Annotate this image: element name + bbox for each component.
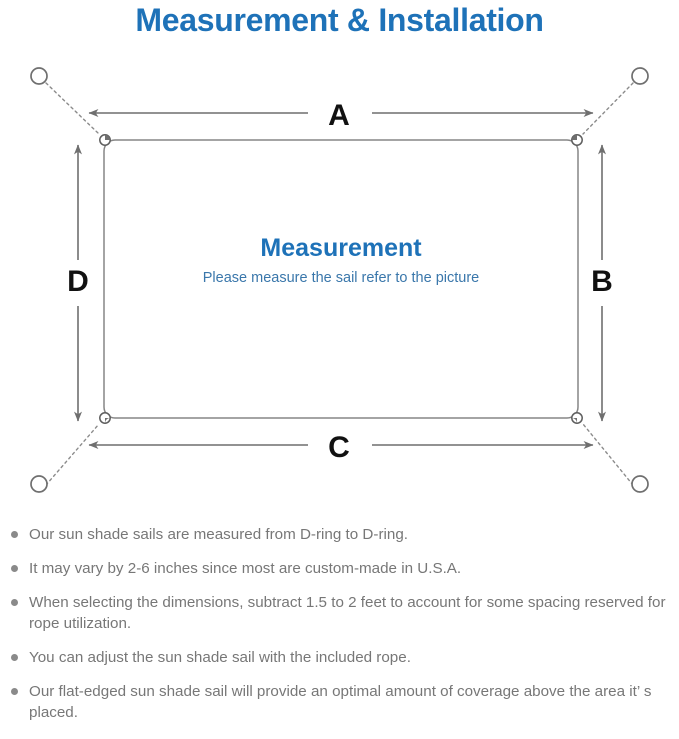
list-item-text: Our flat-edged sun shade sail will provi… — [29, 683, 652, 721]
anchor-bottom-left-icon — [30, 475, 48, 493]
rope-top-left — [45, 82, 100, 135]
bullet-icon — [11, 688, 18, 695]
notes-list: Our sun shade sails are measured from D-… — [0, 524, 679, 723]
list-item-text: It may vary by 2-6 inches since most are… — [29, 560, 462, 577]
bullet-icon — [11, 565, 18, 572]
bullet-icon — [11, 531, 18, 538]
list-item-text: Our sun shade sails are measured from D-… — [29, 526, 408, 543]
dimension-a-label: A — [328, 99, 350, 132]
list-item: When selecting the dimensions, subtract … — [0, 592, 679, 634]
list-item: Our sun shade sails are measured from D-… — [0, 524, 679, 545]
d-ring-bottom-right-fill — [571, 418, 577, 424]
list-item-text: When selecting the dimensions, subtract … — [29, 594, 666, 632]
rope-lines — [45, 82, 634, 486]
anchor-points — [30, 67, 649, 493]
d-ring-fills — [105, 134, 577, 424]
list-item: You can adjust the sun shade sail with t… — [0, 647, 679, 668]
d-ring-top-left-fill — [105, 134, 111, 140]
page-title: Measurement & Installation — [135, 2, 544, 38]
list-item-text: You can adjust the sun shade sail with t… — [29, 649, 411, 666]
list-item: Our flat-edged sun shade sail will provi… — [0, 681, 679, 723]
anchor-bottom-right-icon — [631, 475, 649, 493]
list-item: It may vary by 2-6 inches since most are… — [0, 558, 679, 579]
rope-bottom-left — [45, 423, 100, 486]
bullet-icon — [11, 654, 18, 661]
rope-top-right — [582, 82, 634, 135]
dimension-d-label: D — [67, 265, 89, 298]
dimension-b-label: B — [591, 265, 613, 298]
sail-body — [103, 139, 579, 419]
anchor-top-left-icon — [30, 67, 48, 85]
dimension-c-label: C — [328, 431, 350, 464]
d-ring-top-right-fill — [571, 134, 577, 140]
d-ring-bottom-left-fill — [105, 418, 111, 424]
diagram-svg: A C D B — [30, 67, 649, 493]
bullet-icon — [11, 599, 18, 606]
rope-bottom-right — [582, 423, 634, 486]
sail-measurement-diagram: A C D B Measurement Please measur — [0, 48, 679, 518]
anchor-top-right-icon — [631, 67, 649, 85]
